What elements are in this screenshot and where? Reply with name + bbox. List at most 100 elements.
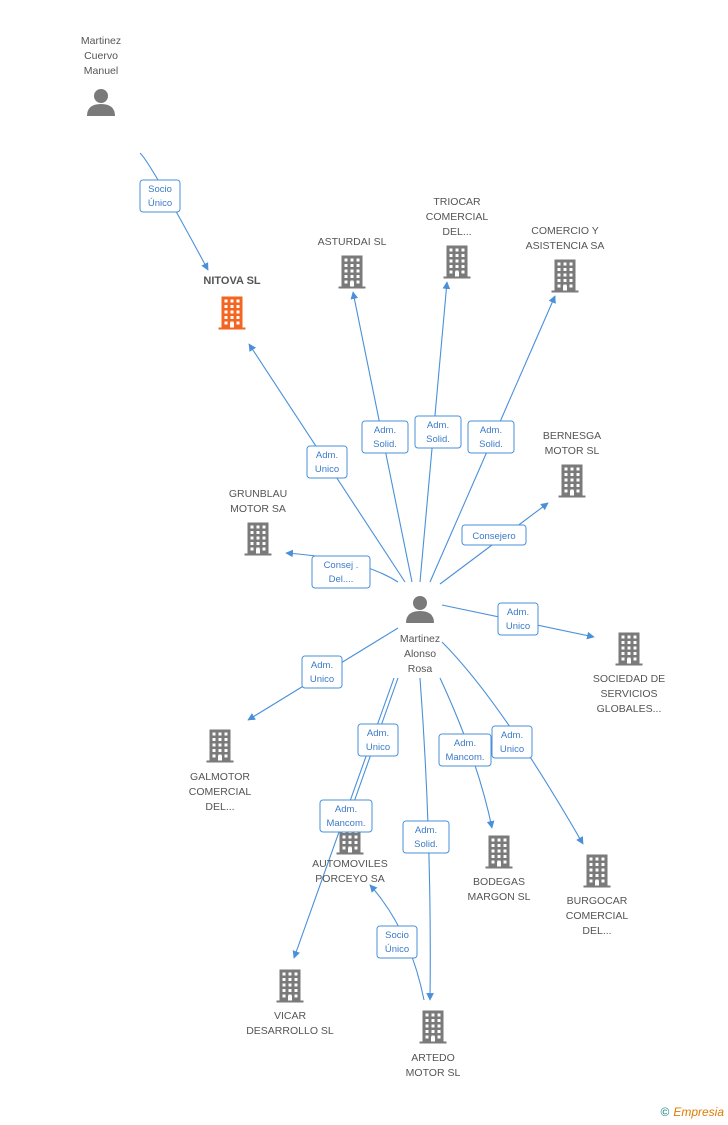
node-label-line: GRUNBLAU xyxy=(229,488,287,500)
edge-label-box[interactable]: Adm.Unico xyxy=(497,602,539,636)
building-icon xyxy=(206,729,234,763)
node-label-line: BERNESGA xyxy=(543,430,601,442)
node-comercio[interactable]: COMERCIO Y ASISTENCIA SA xyxy=(526,225,605,293)
node-vicar[interactable]: VICAR DESARROLLO SL xyxy=(246,969,334,1038)
edge-label-line: Mancom. xyxy=(326,818,365,829)
edge-label-line: Adm. xyxy=(374,425,396,436)
node-label-line: Martinez xyxy=(81,35,121,47)
node-label-line: COMERCIO Y xyxy=(531,225,598,237)
footer-brand: ©Empresia xyxy=(660,1105,724,1119)
edge-label-line: Solid. xyxy=(373,439,397,450)
node-label-line: DEL... xyxy=(582,925,611,937)
edge-label-line: Unico xyxy=(315,464,339,475)
node-label-line: SOCIEDAD DE xyxy=(593,673,665,685)
edge-label-line: Adm. xyxy=(427,420,449,431)
edge-label-line: Único xyxy=(148,198,172,209)
building-icon xyxy=(443,245,471,279)
edge-label-box[interactable]: Consej . Del.... xyxy=(311,555,371,589)
copyright-icon: © xyxy=(660,1105,670,1119)
building-icon xyxy=(485,835,513,869)
building-icon xyxy=(338,255,366,289)
node-label-line: MOTOR SL xyxy=(545,445,600,457)
edge-label-line: Consejero xyxy=(472,531,515,542)
edge-label-line: Solid. xyxy=(414,839,438,850)
edge-label-line: Mancom. xyxy=(445,752,484,763)
edge-label-box[interactable]: Adm. Solid. xyxy=(467,420,515,454)
edge-label-box[interactable]: Adm. Mancom. xyxy=(438,733,492,767)
node-grunblau[interactable]: GRUNBLAU MOTOR SA xyxy=(229,488,287,556)
edge-label-line: Adm. xyxy=(507,607,529,618)
edge-label-line: Unico xyxy=(310,674,334,685)
node-label-line: ASTURDAI SL xyxy=(318,236,387,248)
node-nitova[interactable]: NITOVA SL xyxy=(203,275,261,330)
building-icon xyxy=(551,259,579,293)
person-icon xyxy=(406,596,434,623)
edge-label-line: Adm. xyxy=(501,730,523,741)
node-bernesga[interactable]: BERNESGA MOTOR SL xyxy=(543,430,601,498)
edge-label-box[interactable]: Adm.Unico xyxy=(301,655,343,689)
node-label-line: VICAR xyxy=(274,1010,307,1022)
edge-label-line: Adm. xyxy=(316,450,338,461)
edge-label-line: Adm. xyxy=(335,804,357,815)
node-label-line: AUTOMOVILES xyxy=(312,858,388,870)
edge-label-box[interactable]: Adm. Solid. xyxy=(402,820,450,854)
node-label-line: Rosa xyxy=(408,663,433,675)
edge-label-box[interactable]: Adm. Unico xyxy=(491,725,533,759)
node-asturdai[interactable]: ASTURDAI SL xyxy=(318,236,387,289)
node-label-line: MOTOR SA xyxy=(230,503,286,515)
edge-label-line: Adm. xyxy=(480,425,502,436)
edge-label-line: Adm. xyxy=(454,738,476,749)
edge-label-line: Unico xyxy=(500,744,524,755)
node-label-line: NITOVA SL xyxy=(203,275,261,287)
edge-label-line: Unico xyxy=(366,742,390,753)
node-label-line: Martinez xyxy=(400,633,440,645)
node-label-line: DESARROLLO SL xyxy=(246,1025,334,1037)
node-label-line: PORCEYO SA xyxy=(315,873,384,885)
node-label-line: DEL... xyxy=(205,801,234,813)
node-label-line: COMERCIAL xyxy=(426,211,489,223)
node-burgocar[interactable]: BURGOCARCOMERCIALDEL... xyxy=(566,854,629,938)
node-label-line: Alonso xyxy=(404,648,436,660)
edge-label-box[interactable]: Consejero xyxy=(461,524,527,546)
edge-martinez-alonso-to-burgocar[interactable] xyxy=(441,641,584,845)
node-label-line: ASISTENCIA SA xyxy=(526,240,605,252)
edge-label-line: Adm. xyxy=(367,728,389,739)
edge-line xyxy=(441,641,584,845)
edge-label-box[interactable]: Adm. Solid. xyxy=(361,420,409,454)
edge-label-box[interactable]: Adm.Solid. xyxy=(414,415,462,449)
edge-label-line: Adm. xyxy=(415,825,437,836)
edge-label-box[interactable]: Adm. Unico xyxy=(357,723,399,757)
node-bodegas[interactable]: BODEGAS MARGON SL xyxy=(467,835,531,904)
building-icon xyxy=(419,1010,447,1044)
edge-label-box[interactable]: Adm. Mancom. xyxy=(319,799,373,833)
node-label-line: BURGOCAR xyxy=(567,895,628,907)
building-icon xyxy=(583,854,611,888)
edge-label-line: Solid. xyxy=(479,439,503,450)
node-galmotor[interactable]: GALMOTOR COMERCIAL DEL... xyxy=(189,729,252,814)
node-label-line: Manuel xyxy=(84,65,118,77)
node-label-line: MARGON SL xyxy=(467,891,530,903)
person-icon xyxy=(87,89,115,116)
node-triocar[interactable]: TRIOCARCOMERCIALDEL... xyxy=(426,196,489,279)
building-icon xyxy=(244,522,272,556)
node-label-line: COMERCIAL xyxy=(189,786,252,798)
edge-label-line: Consej . xyxy=(324,560,359,571)
node-label-line: MOTOR SL xyxy=(406,1067,461,1079)
building-icon xyxy=(276,969,304,1003)
node-label-line: SERVICIOS xyxy=(601,688,658,700)
node-label-line: Cuervo xyxy=(84,50,118,62)
edge-label-line: Del.... xyxy=(329,574,354,585)
building-icon xyxy=(558,464,586,498)
node-sociedad[interactable]: SOCIEDAD DESERVICIOSGLOBALES... xyxy=(593,632,665,716)
node-label-line: BODEGAS xyxy=(473,876,525,888)
edge-label-box[interactable]: Adm. Unico xyxy=(306,445,348,479)
node-label-line: GALMOTOR xyxy=(190,771,250,783)
edge-label-line: Socio xyxy=(385,930,409,941)
building-icon xyxy=(615,632,643,666)
